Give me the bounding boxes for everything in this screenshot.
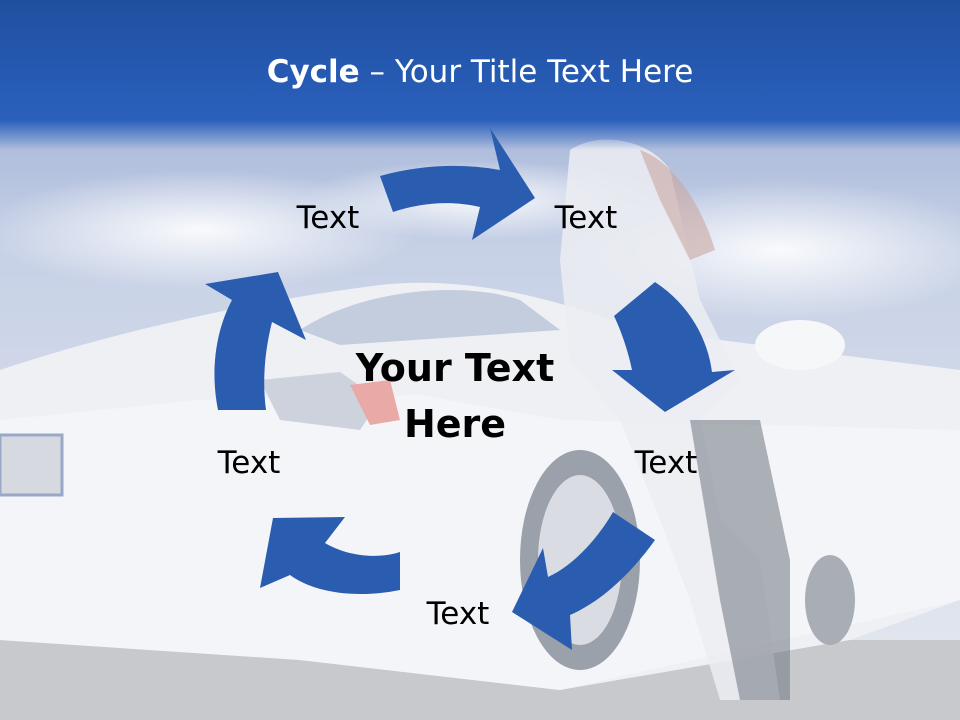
- title-bar: [0, 0, 960, 150]
- cycle-arrow-bottom-left: [260, 517, 400, 595]
- cycle-label-5: Text: [217, 445, 281, 481]
- cycle-arrow-left: [205, 272, 306, 410]
- cycle-arrow-right: [612, 282, 735, 412]
- cycle-arrow-bottom-right: [512, 512, 655, 650]
- cycle-label-3: Text: [634, 445, 698, 481]
- center-text-line-2: Here: [403, 402, 507, 446]
- cycle-label-1: Text: [296, 200, 360, 236]
- slide-title: Cycle – Your Title Text Here: [0, 54, 960, 90]
- title-rest: – Your Title Text Here: [359, 54, 694, 90]
- cycle-arrow-top: [380, 128, 535, 240]
- center-text-line-1: Your Text: [355, 346, 555, 390]
- cycle-label-4: Text: [426, 596, 490, 632]
- title-bold: Cycle: [266, 54, 360, 90]
- center-text: Your Text Here: [335, 340, 575, 452]
- cycle-label-2: Text: [554, 200, 618, 236]
